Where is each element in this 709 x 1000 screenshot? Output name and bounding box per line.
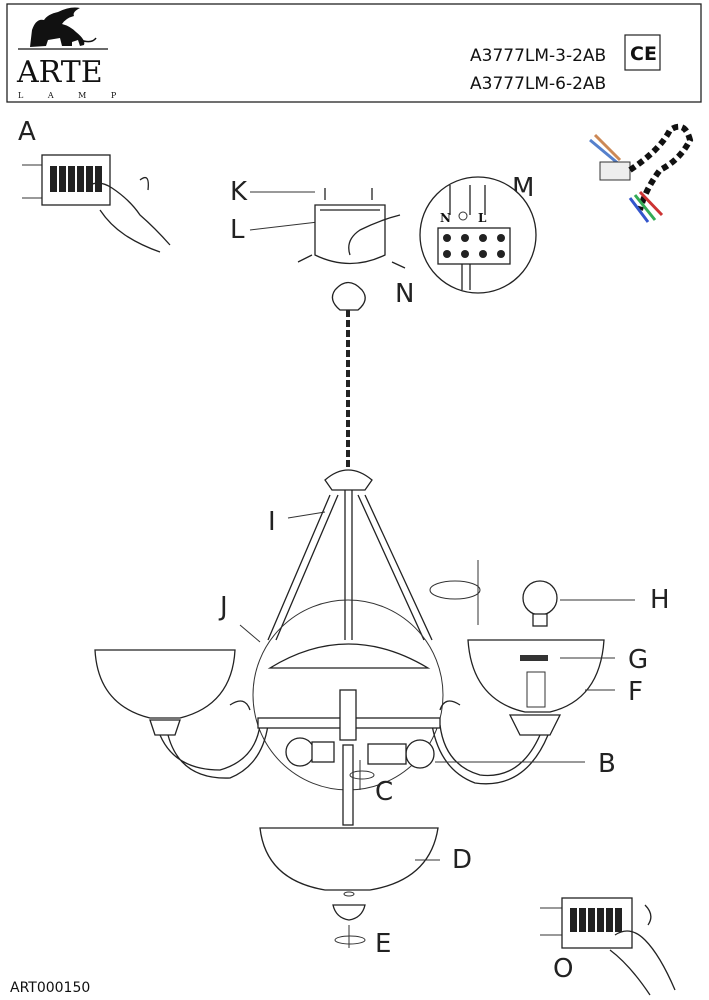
bulbs-b [285, 737, 435, 769]
chain [324, 281, 373, 491]
header-frame [6, 3, 702, 103]
label-h: H [650, 585, 670, 615]
label-d: D [452, 845, 472, 875]
arte-lamp-logo: ARTE L A M P [16, 7, 127, 100]
neutral-label: N [440, 211, 451, 225]
rotation-arrow-icon [429, 560, 481, 625]
live-label: L [478, 211, 487, 225]
bulb-h [522, 580, 558, 627]
terminal-block-detail: N L [419, 176, 537, 294]
label-n: N [395, 279, 414, 309]
label-i: I [268, 507, 276, 537]
label-g: G [628, 645, 648, 675]
ce-mark: CE [630, 43, 657, 65]
label-l: L [230, 215, 245, 245]
left-shade [94, 649, 269, 779]
brand-name: ARTE [16, 55, 103, 90]
lower-bowl [259, 827, 439, 891]
label-b: B [598, 749, 616, 779]
label-e: E [375, 929, 391, 959]
label-o: O [553, 954, 573, 984]
circuit-breaker-on-illustration [540, 897, 676, 996]
rotation-arrow-c [349, 760, 375, 790]
label-k: K [230, 177, 248, 207]
central-body [257, 689, 441, 826]
ce-mark-frame [624, 34, 661, 71]
label-f: F [628, 677, 643, 707]
label-c: C [375, 777, 393, 807]
wire-connector-icon [589, 123, 694, 223]
ceiling-canopy [297, 188, 406, 269]
brand-subtitle: L A M P [18, 91, 127, 100]
label-a: A [18, 117, 36, 147]
upper-dome [267, 643, 431, 669]
document-code: ART000150 [10, 980, 90, 996]
finial [332, 891, 366, 948]
label-j: J [218, 592, 228, 622]
model-number-2: A3777LM-6-2AB [470, 74, 606, 94]
model-number-1: A3777LM-3-2AB [470, 46, 606, 66]
circuit-breaker-off-illustration [22, 154, 171, 253]
